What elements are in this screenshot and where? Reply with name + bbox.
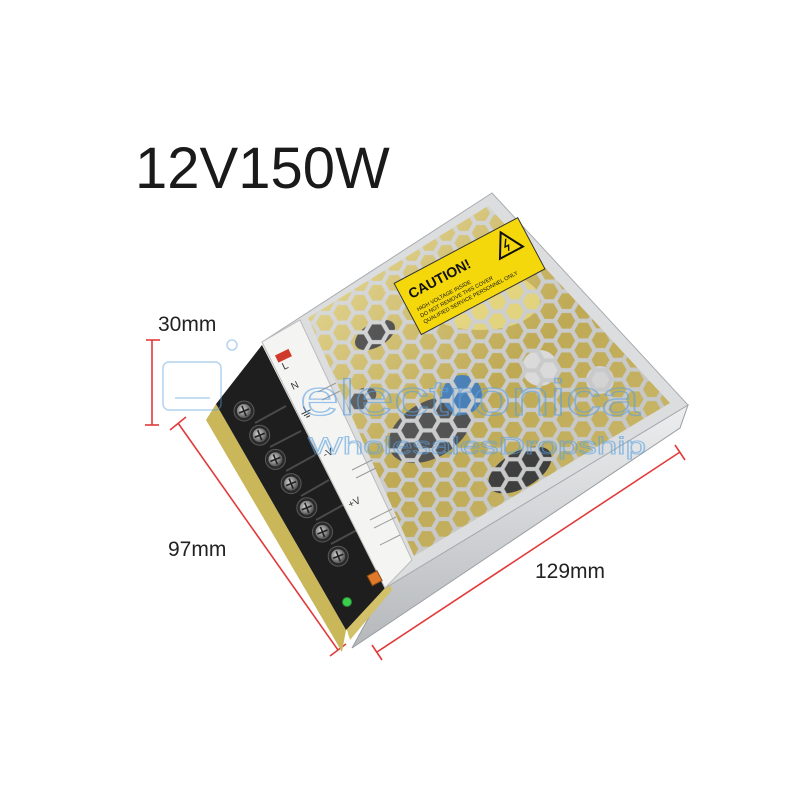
depth-dimension-tick-bottom bbox=[329, 643, 347, 657]
spec-print bbox=[317, 382, 401, 546]
label-strip bbox=[261, 319, 413, 589]
watermark-tagline: WholesalesDropship bbox=[308, 433, 646, 460]
depth-dimension: 97mm bbox=[168, 416, 347, 657]
watermark-brand: electronica bbox=[300, 370, 640, 426]
terminal-separator bbox=[254, 405, 287, 424]
brand-logo bbox=[274, 348, 292, 363]
terminal-screw bbox=[264, 448, 286, 470]
spec-print-line bbox=[317, 382, 337, 393]
terminal-label-n: N bbox=[289, 380, 300, 393]
terminal-separators bbox=[254, 405, 358, 545]
length-dimension-tick-right bbox=[674, 444, 686, 461]
terminal-label-minus-v: -V bbox=[321, 446, 335, 460]
terminal-separator bbox=[330, 529, 358, 545]
spec-print-line bbox=[351, 459, 373, 471]
depth-dimension-tick-top bbox=[169, 416, 187, 431]
length-dimension-label: 129mm bbox=[535, 560, 605, 583]
length-dimension-tick-left bbox=[371, 644, 383, 661]
power-led bbox=[342, 597, 352, 607]
ground-symbol-icon bbox=[301, 406, 311, 418]
watermark-logo-icon bbox=[162, 339, 238, 411]
depth-dimension-label: 97mm bbox=[168, 538, 226, 561]
terminal-separator bbox=[315, 504, 344, 521]
terminal-screw bbox=[296, 497, 318, 519]
length-dimension-line bbox=[376, 451, 681, 653]
terminal-screws bbox=[233, 400, 349, 567]
terminal-screw bbox=[233, 400, 255, 422]
terminal-separator bbox=[300, 479, 330, 497]
length-dimension: 129mm bbox=[371, 444, 686, 661]
watermark: electronica WholesalesDropship bbox=[162, 339, 647, 461]
depth-dimension-line bbox=[177, 422, 339, 651]
terminal-label-plus-v: +V bbox=[346, 495, 362, 511]
pcb-edge bbox=[206, 404, 346, 652]
product-title: 12V150W bbox=[135, 136, 390, 201]
spec-print-line bbox=[379, 534, 401, 546]
terminal-screw bbox=[280, 473, 302, 495]
height-dimension-label: 30mm bbox=[158, 313, 216, 336]
terminal-screw bbox=[249, 424, 271, 446]
height-dimension: 30mm bbox=[145, 313, 216, 426]
spec-print-line bbox=[369, 508, 393, 521]
terminal-screw bbox=[312, 521, 333, 543]
terminal-label-l: L bbox=[280, 360, 290, 373]
terminal-screw bbox=[327, 545, 349, 567]
terminal-separator bbox=[285, 454, 316, 472]
spec-print-line bbox=[373, 516, 397, 529]
voltage-potentiometer bbox=[366, 570, 383, 587]
warning-triangle-icon bbox=[498, 230, 525, 261]
terminal-separator bbox=[269, 430, 302, 448]
spec-print-line bbox=[355, 467, 377, 479]
spec-print-line bbox=[321, 390, 341, 401]
